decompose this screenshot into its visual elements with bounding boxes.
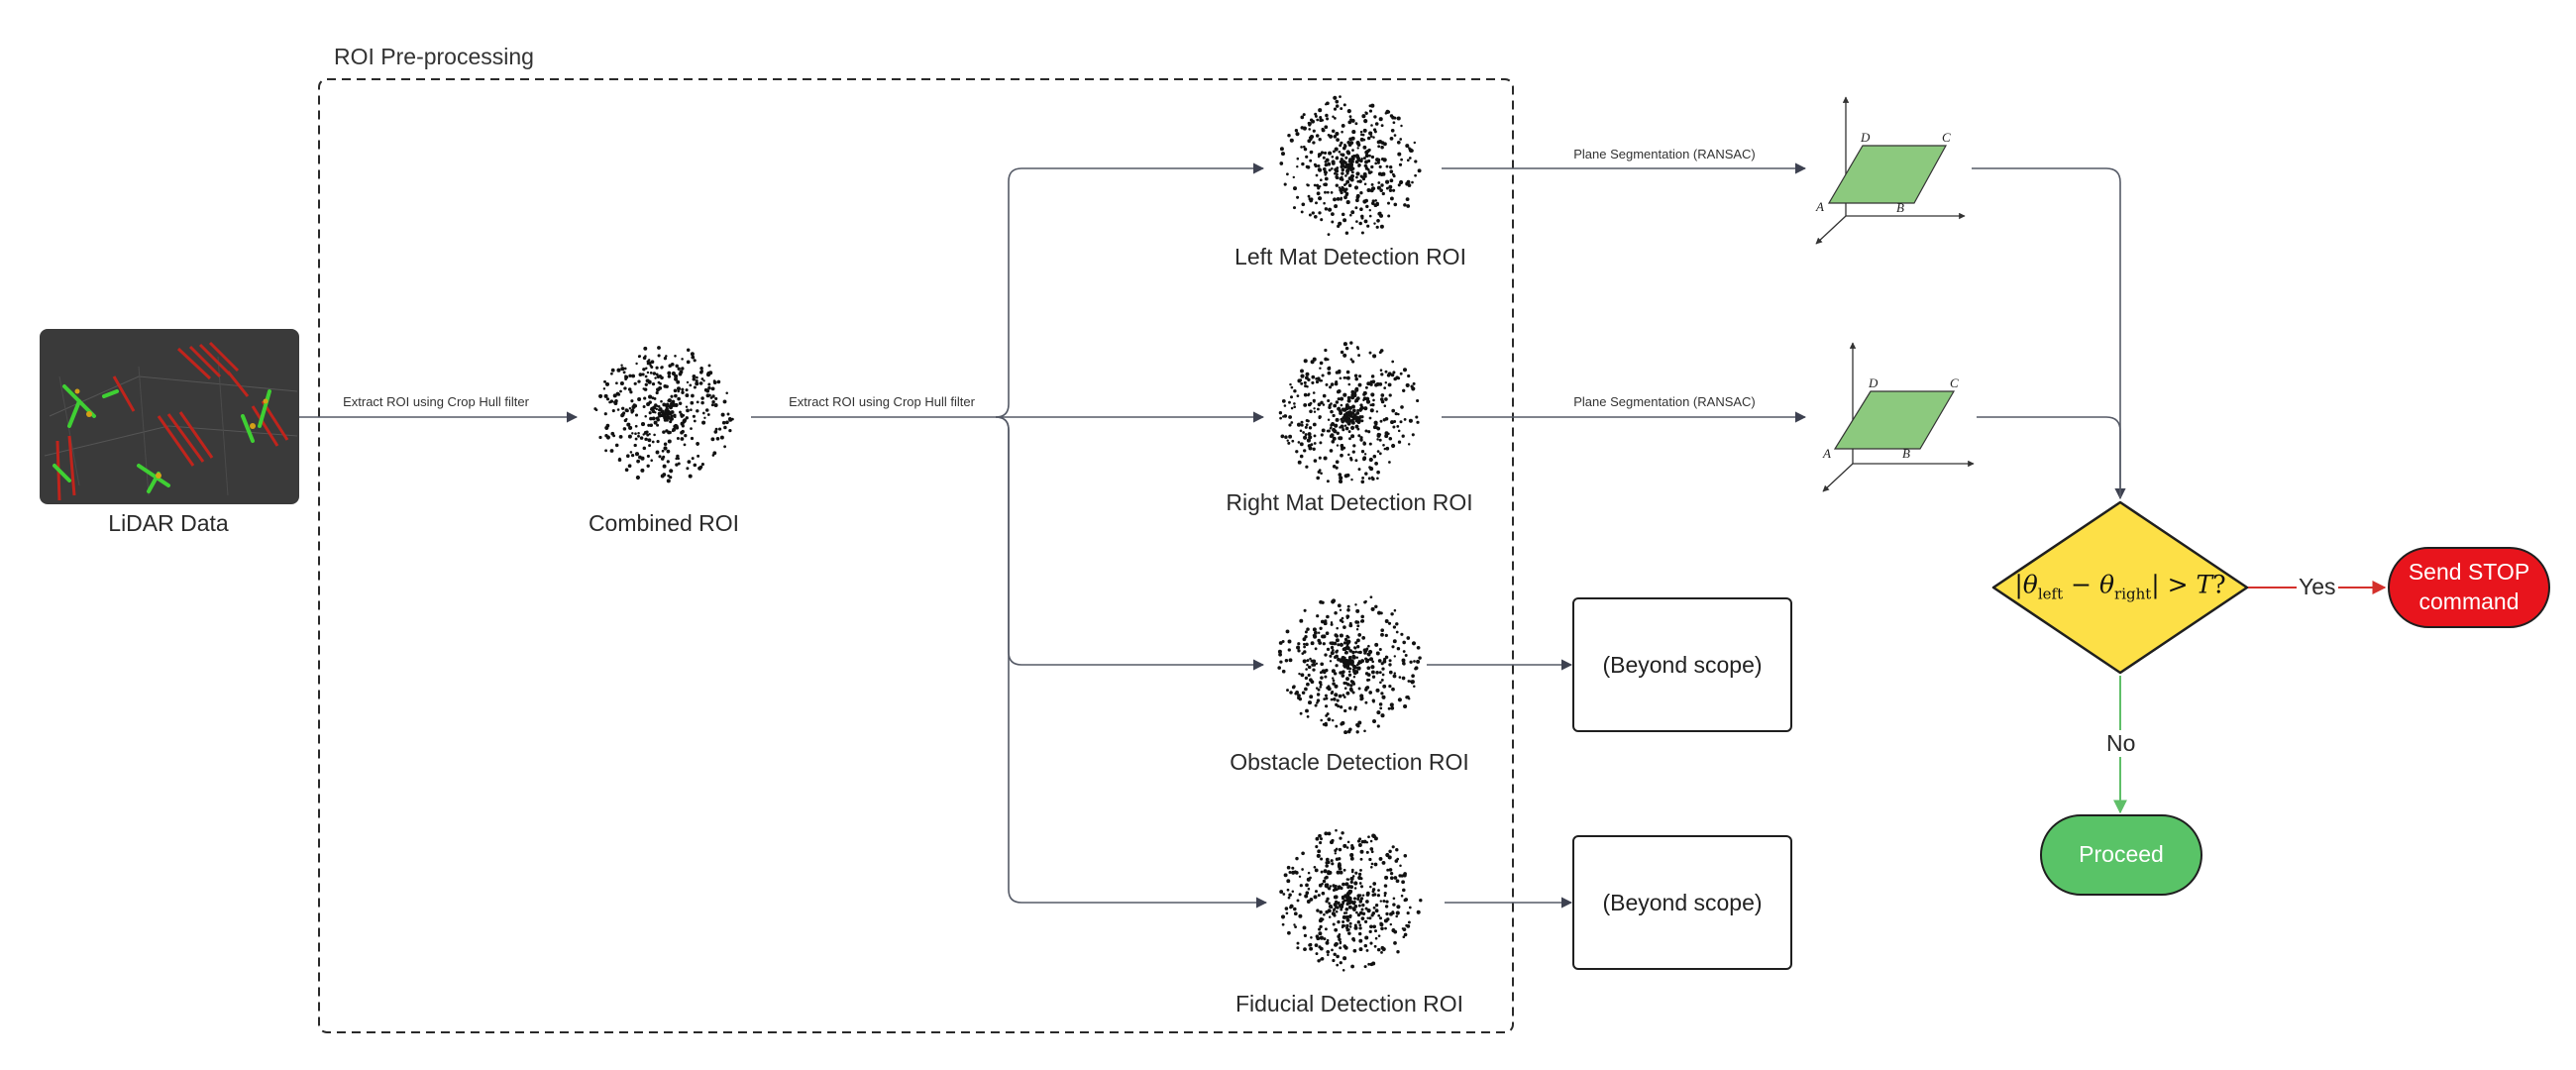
right-mat-roi-label: Right Mat Detection ROI	[1226, 489, 1473, 515]
right-plane-diagram: A B C D	[1822, 342, 1975, 492]
obstacle-roi-label: Obstacle Detection ROI	[1230, 749, 1469, 775]
obstacle-roi-point-cloud	[1277, 595, 1422, 735]
svg-text:B: B	[1896, 200, 1904, 215]
edge-label-plane-left: Plane Segmentation (RANSAC)	[1573, 147, 1756, 161]
roi-preprocessing-title: ROI Pre-processing	[334, 44, 534, 69]
edge-to-obstacle	[995, 416, 1265, 671]
beyond-scope-box-obstacle: (Beyond scope)	[1572, 597, 1792, 732]
beyond-scope-label-fiducial: (Beyond scope)	[1602, 889, 1763, 915]
send-stop-line-2: command	[2418, 588, 2520, 614]
svg-text:D: D	[1860, 130, 1871, 145]
fiducial-roi-label: Fiducial Detection ROI	[1234, 991, 1464, 1016]
right-mat-roi-point-cloud	[1278, 341, 1420, 484]
send-stop-node: Send STOP command	[2388, 547, 2550, 628]
proceed-node: Proceed	[2040, 814, 2202, 896]
beyond-scope-box-fiducial: (Beyond scope)	[1572, 835, 1792, 970]
left-mat-roi-label: Left Mat Detection ROI	[1234, 244, 1466, 269]
left-mat-roi-point-cloud	[1279, 95, 1422, 237]
decision-condition: |θleft − θright| > T?	[2014, 570, 2226, 603]
beyond-scope-label-obstacle: (Beyond scope)	[1602, 651, 1763, 678]
combined-roi-label: Combined ROI	[588, 510, 740, 536]
combined-roi-point-cloud	[593, 346, 734, 483]
edge-label-extract-2: Extract ROI using Crop Hull filter	[789, 394, 975, 409]
left-plane-diagram: A B C D	[1815, 96, 1966, 245]
svg-text:A: A	[1815, 199, 1824, 214]
svg-text:D: D	[1868, 375, 1878, 390]
lidar-thumbnail	[40, 329, 299, 504]
edge-label-plane-right: Plane Segmentation (RANSAC)	[1573, 394, 1756, 409]
yes-label: Yes	[2297, 574, 2338, 600]
svg-text:C: C	[1942, 130, 1951, 145]
edge-left-plane-to-decision	[1972, 167, 2126, 500]
lidar-data-label: LiDAR Data	[108, 510, 229, 536]
svg-text:A: A	[1822, 446, 1831, 461]
edge-label-extract-1: Extract ROI using Crop Hull filter	[343, 394, 529, 409]
edge-to-left-mat	[995, 162, 1265, 418]
svg-text:B: B	[1902, 446, 1910, 461]
edge-to-fiducial	[995, 416, 1268, 909]
no-label: No	[2104, 730, 2138, 757]
svg-text:C: C	[1950, 375, 1959, 390]
decision-diamond	[1991, 500, 2249, 675]
edge-right-plane-to-decision	[1977, 416, 2121, 498]
fiducial-roi-point-cloud	[1279, 828, 1423, 972]
proceed-label: Proceed	[2079, 841, 2164, 868]
send-stop-line-1: Send STOP	[2408, 559, 2530, 586]
